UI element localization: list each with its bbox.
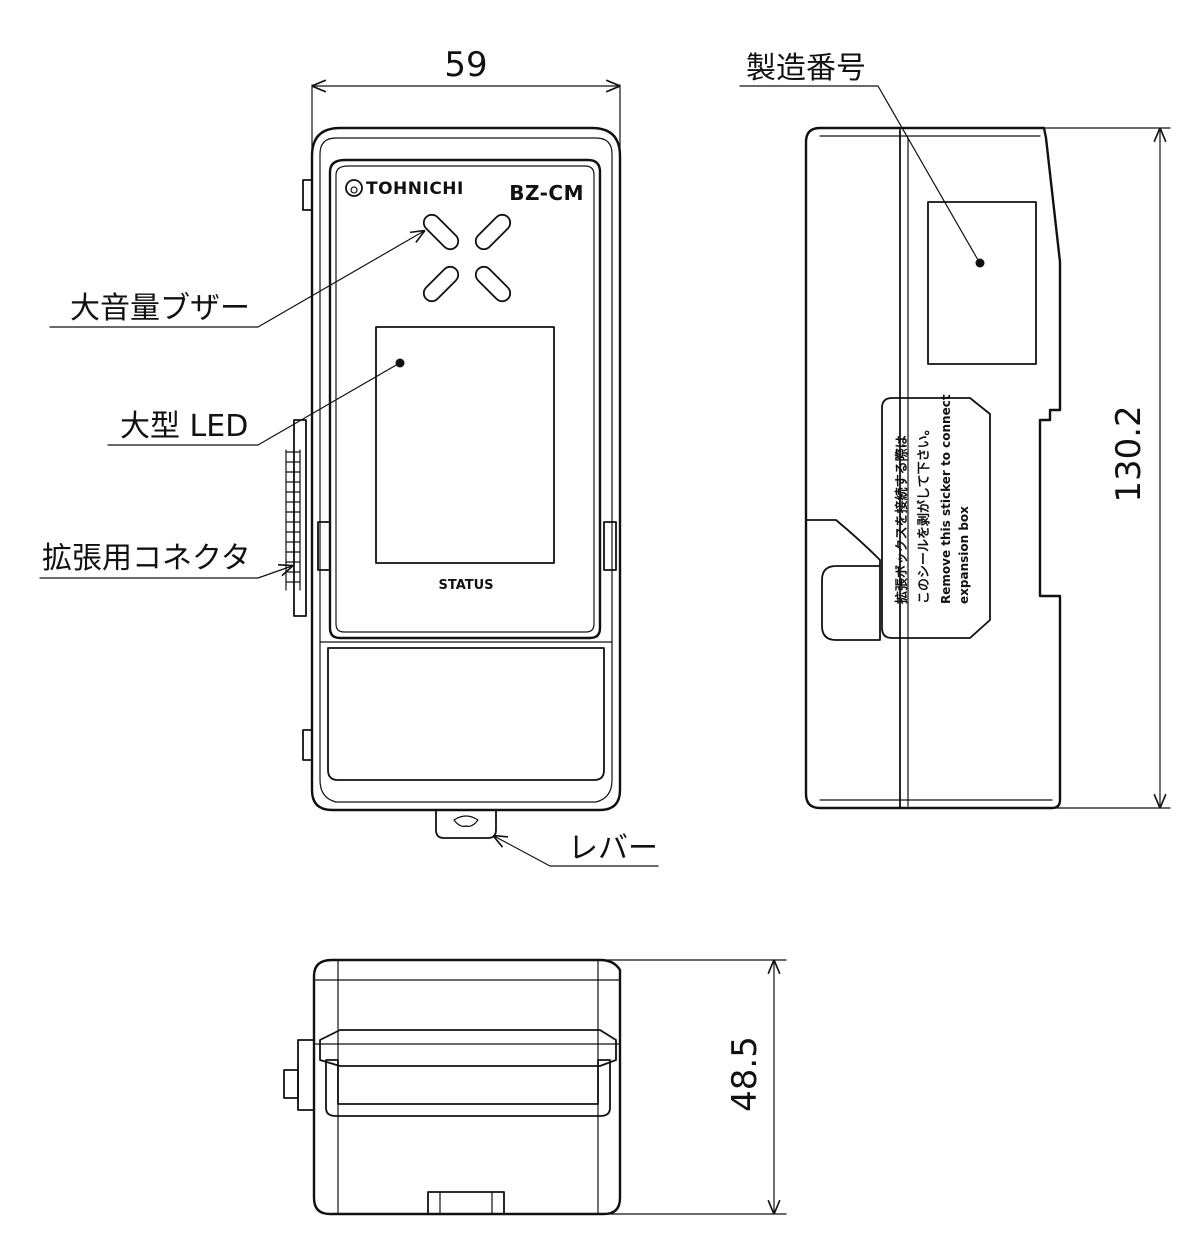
connector-label: 拡張用コネクタ	[42, 541, 251, 576]
bottom-body	[312, 958, 622, 1216]
buzzer-label: 大音量ブザー	[70, 291, 250, 326]
top-left-clip	[302, 179, 313, 211]
sticker-line3: Remove this sticker to connect	[939, 394, 953, 604]
bottom-view: 48.5	[283, 958, 787, 1216]
side-sticker	[881, 397, 991, 639]
sticker-line2: このシールを剥がして下さい。	[916, 422, 932, 604]
left-latch	[317, 521, 331, 571]
depth-dimension: 48.5	[599, 959, 787, 1215]
bottom-recess	[319, 1029, 617, 1067]
sticker-line1: 拡張ボックスを接続する際は	[894, 435, 910, 604]
front-panel	[328, 158, 602, 640]
right-latch	[603, 521, 617, 571]
width-dimension: 59	[311, 45, 621, 151]
status-text: STATUS	[438, 578, 493, 593]
expansion-connector	[285, 419, 307, 617]
lever-label: レバー	[568, 831, 658, 866]
tohnichi-logo: TOHNICHI	[345, 179, 464, 199]
front-panel-inner	[335, 165, 595, 633]
sticker-text: 拡張ボックスを接続する際は このシールを剥がして下さい。 Remove this…	[894, 394, 971, 604]
lower-recess	[327, 647, 605, 781]
led-window	[375, 326, 555, 564]
lever	[435, 809, 497, 839]
height-dimension: 130.2	[1043, 127, 1171, 809]
height-value: 130.2	[1109, 405, 1149, 502]
width-value: 59	[444, 45, 487, 85]
depth-value: 48.5	[725, 1036, 765, 1112]
side-step	[805, 519, 881, 641]
led-label: 大型 LED	[120, 409, 248, 444]
front-view: 59 TOHNICHI BZ-CM STATUS	[39, 45, 659, 867]
front-outer-body	[310, 126, 622, 812]
side-body	[804, 126, 1062, 810]
serial-plate	[927, 201, 1037, 365]
front-inner-bevel	[319, 137, 613, 803]
side-view: 拡張ボックスを接続する際は このシールを剥がして下さい。 Remove this…	[739, 51, 1171, 810]
bottom-left-clip	[302, 729, 313, 761]
brand-text: TOHNICHI	[366, 179, 464, 199]
model-text: BZ-CM	[509, 181, 584, 205]
serial-label: 製造番号	[746, 51, 866, 86]
sticker-line4: expansion box	[957, 506, 971, 604]
bottom-lever	[427, 1191, 505, 1215]
bottom-connector	[283, 1039, 315, 1111]
buzzer-slots	[422, 213, 512, 303]
